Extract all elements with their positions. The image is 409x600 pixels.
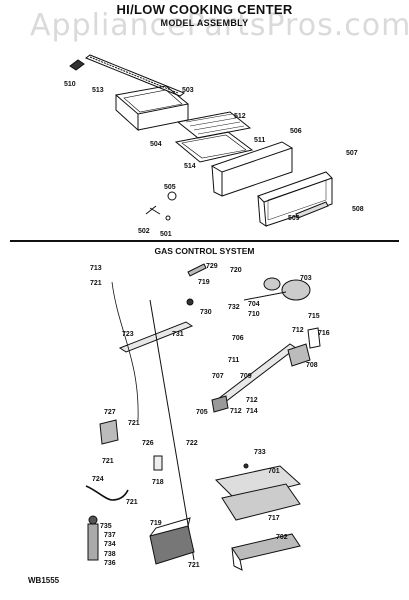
label-513: 513: [92, 87, 104, 94]
label-504: 504: [150, 141, 162, 148]
label-712-a: 712: [292, 327, 304, 334]
label-501: 501: [160, 231, 172, 238]
label-717: 717: [268, 515, 280, 522]
label-727: 727: [104, 409, 116, 416]
label-723: 723: [122, 331, 134, 338]
label-721-mid: 721: [128, 420, 140, 427]
label-502: 502: [138, 228, 150, 235]
label-712-c: 712: [230, 408, 242, 415]
label-732: 732: [228, 304, 240, 311]
label-719-bottom: 719: [150, 520, 162, 527]
part-718-tag: [153, 455, 163, 471]
label-735: 735: [100, 523, 112, 530]
part-724-tube: [85, 485, 129, 501]
part-510-clip: [69, 59, 85, 71]
part-719-valve: [149, 517, 195, 565]
label-707: 707: [212, 373, 224, 380]
part-729-fitting: [187, 263, 207, 277]
label-716: 716: [318, 330, 330, 337]
label-711: 711: [228, 357, 239, 364]
label-738: 738: [104, 551, 116, 558]
label-708: 708: [306, 362, 318, 369]
part-511-tray: [174, 131, 254, 163]
label-720: 720: [230, 267, 242, 274]
label-506: 506: [290, 128, 302, 135]
part-708-valve: [287, 343, 311, 367]
part-505-knob: [145, 191, 177, 221]
part-508-handle: [295, 201, 329, 219]
label-721-end: 721: [188, 562, 200, 569]
label-721-low: 721: [102, 458, 114, 465]
part-721-line: [111, 281, 139, 421]
diagram-subtitle: MODEL ASSEMBLY: [160, 18, 249, 28]
part-716-bracket: [307, 327, 321, 349]
label-730: 730: [200, 309, 212, 316]
part-506-panel: [210, 141, 294, 197]
label-733: 733: [254, 449, 266, 456]
label-718: 718: [152, 479, 164, 486]
label-505: 505: [164, 184, 176, 191]
label-715: 715: [308, 313, 320, 320]
part-719-fitting: [186, 298, 194, 306]
label-721-bottom: 721: [126, 499, 138, 506]
diagram-title: HI/LOW COOKING CENTER: [116, 2, 293, 17]
label-737: 737: [104, 532, 116, 539]
label-721-top: 721: [90, 280, 102, 287]
label-703: 703: [300, 275, 312, 282]
label-702: 702: [276, 534, 288, 541]
part-722-rod: [149, 299, 195, 561]
label-729: 729: [206, 263, 218, 270]
label-704: 704: [248, 301, 260, 308]
part-726-bracket: [99, 419, 119, 445]
label-514: 514: [184, 163, 196, 170]
label-722: 722: [186, 440, 198, 447]
section-title: GAS CONTROL SYSTEM: [154, 246, 255, 256]
part-705-bracket: [211, 395, 229, 413]
label-736: 736: [104, 560, 116, 567]
label-712-b: 712: [246, 397, 258, 404]
section-divider: [10, 240, 399, 242]
drawing-code: WB1555: [28, 576, 60, 585]
part-735-fitting: [87, 515, 99, 561]
label-511: 511: [254, 137, 265, 144]
label-705: 705: [196, 409, 208, 416]
label-709: 709: [240, 373, 252, 380]
label-726: 726: [142, 440, 154, 447]
part-512-grate: [176, 111, 252, 139]
label-503: 503: [182, 87, 194, 94]
label-507: 507: [346, 150, 358, 157]
part-703-valve: [243, 277, 311, 301]
label-509: 509: [288, 215, 300, 222]
label-510: 510: [64, 81, 76, 88]
label-714: 714: [246, 408, 258, 415]
watermark: AppliancePartsPros.com: [30, 8, 409, 43]
part-513-rail: [84, 54, 186, 97]
label-512: 512: [234, 113, 246, 120]
label-713: 713: [90, 265, 102, 272]
label-710: 710: [248, 311, 260, 318]
part-733-clip: [243, 463, 249, 469]
part-702-burner: [231, 533, 301, 571]
part-701-burner: [214, 465, 302, 521]
label-724: 724: [92, 476, 104, 483]
label-719-top: 719: [198, 279, 210, 286]
label-508: 508: [352, 206, 364, 213]
label-706: 706: [232, 335, 244, 342]
label-731: 731: [172, 331, 184, 338]
part-507-door: [257, 171, 333, 227]
label-701: 701: [268, 468, 280, 475]
label-734: 734: [104, 541, 116, 548]
